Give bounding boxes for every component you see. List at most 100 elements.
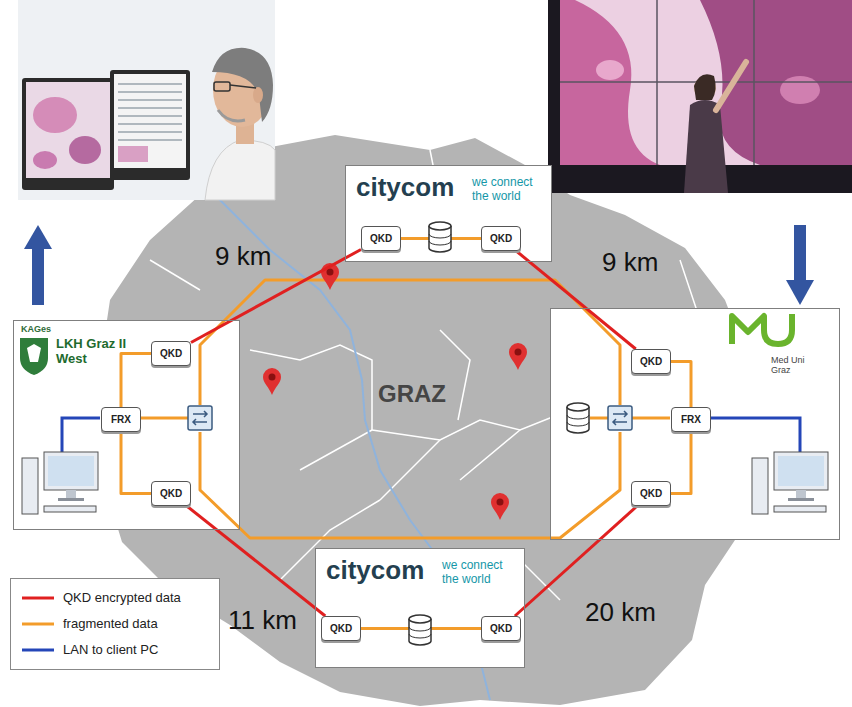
- fragmented-data-ring: [590, 417, 608, 420]
- meduni-logo: [732, 314, 792, 344]
- district-border: [460, 430, 520, 480]
- qkd-device: QKD: [631, 481, 671, 506]
- photo-workstation: [22, 78, 114, 190]
- photo-workstation: [118, 84, 182, 140]
- device-label: QKD: [330, 623, 352, 635]
- distance-label: 20 km: [585, 598, 656, 628]
- photo-workstation: [253, 87, 263, 103]
- text-holder: QKD: [640, 356, 662, 368]
- database-icon: [409, 627, 431, 638]
- qkd-device: QKD: [631, 349, 671, 374]
- fragment-link: [121, 354, 151, 408]
- photo-powerwall: [716, 62, 746, 110]
- client-pc: [796, 490, 806, 498]
- text-holder: QKD: [370, 233, 392, 245]
- fragment-link: [121, 432, 151, 494]
- network-switch: [613, 411, 627, 425]
- client-pc: [752, 458, 768, 514]
- meduni-logo: [732, 314, 792, 344]
- text-holder: citycom: [356, 173, 468, 203]
- client-pc: [778, 456, 824, 486]
- map-pin: [509, 343, 527, 370]
- legend-line-sample: [22, 649, 54, 652]
- text-holder: we connect the world: [442, 559, 514, 587]
- client-pc: [22, 458, 38, 514]
- legend-text: QKD encrypted data: [63, 591, 181, 606]
- photo-workstation: [33, 151, 57, 169]
- flow-arrow: [24, 225, 814, 305]
- legend-line-sample: [22, 597, 54, 600]
- client-pc: [44, 506, 96, 512]
- client-pc: [48, 456, 94, 486]
- photo-powerwall: [548, 0, 852, 193]
- device-label: QKD: [640, 488, 662, 500]
- device-label: QKD: [490, 623, 512, 635]
- text-holder: citycom: [326, 556, 438, 586]
- device-label: QKD: [490, 233, 512, 245]
- map-pin: [497, 499, 504, 506]
- database-icon: [567, 415, 589, 426]
- device-label: QKD: [370, 233, 392, 245]
- photo-powerwall: [684, 100, 728, 193]
- text-holder: FRX: [681, 414, 701, 426]
- district-border: [150, 260, 200, 290]
- flow-arrow: [794, 225, 806, 281]
- photo-workstation: [218, 110, 245, 121]
- fragmented-data-ring: [140, 280, 670, 538]
- photo-workstation: [69, 136, 101, 164]
- district-border: [372, 410, 570, 440]
- photo-workstation: [18, 0, 275, 200]
- map-pin: [509, 343, 527, 370]
- text-holder: QKD: [490, 623, 512, 635]
- lan-wire: [710, 418, 800, 452]
- database-icon: [567, 403, 589, 433]
- photo-workstation: [118, 107, 182, 109]
- fragmented-data-ring: [200, 432, 620, 538]
- photo-workstation: [118, 123, 182, 125]
- photo-workstation: [118, 91, 182, 93]
- device-label: QKD: [160, 348, 182, 360]
- site-box-fill: [345, 165, 552, 262]
- qkd-device: QKD: [151, 481, 191, 506]
- site-box-fill: [550, 308, 840, 540]
- label-holder: GRAZ: [378, 380, 446, 408]
- database-icon: [409, 615, 431, 645]
- legend-entry: LAN to client PC: [21, 637, 209, 663]
- legend: QKD encrypted data fragmented dataLAN to …: [10, 578, 220, 670]
- legend-line-sample: [22, 623, 54, 626]
- client-pc: [774, 452, 828, 490]
- district-border: [300, 430, 372, 470]
- legend-line-sample: [21, 619, 55, 629]
- text-holder: Med Uni Graz: [771, 355, 815, 376]
- photo-workstation: [33, 97, 77, 133]
- photo-workstation: [118, 83, 182, 85]
- label-holder: 20 km: [585, 598, 656, 628]
- text-holder: QKD: [330, 623, 352, 635]
- client-pc: [44, 452, 98, 490]
- device-label: QKD: [640, 356, 662, 368]
- device-label: QKD: [160, 488, 182, 500]
- client-pc: [788, 498, 814, 501]
- company-name: citycom: [326, 556, 438, 586]
- photo-powerwall: [596, 60, 624, 80]
- legend-entry: QKD encrypted data: [21, 585, 209, 611]
- database-icon: [409, 222, 589, 645]
- company-slogan: we connect the world: [472, 176, 544, 204]
- text-holder: QKD: [160, 488, 182, 500]
- photo-workstation: [230, 85, 256, 88]
- legend-entry: fragmented data: [21, 611, 209, 637]
- logo-text: KAGes: [21, 324, 65, 334]
- map-pin: [269, 374, 276, 381]
- database-icon: [429, 222, 451, 252]
- map-pin: [491, 493, 509, 520]
- site-box-fill: [13, 320, 240, 530]
- site-box: QKD FRX QKD Med Uni Graz: [550, 308, 840, 540]
- district-border: [380, 440, 440, 500]
- map-pin: [491, 493, 509, 520]
- flow-arrow: [32, 246, 44, 305]
- lan-wire: [62, 418, 100, 452]
- legend-line-sample: [21, 593, 55, 603]
- photo-workstation: [26, 82, 110, 178]
- kages-shield-logo: [20, 338, 48, 375]
- label-holder: 9 km: [215, 242, 271, 272]
